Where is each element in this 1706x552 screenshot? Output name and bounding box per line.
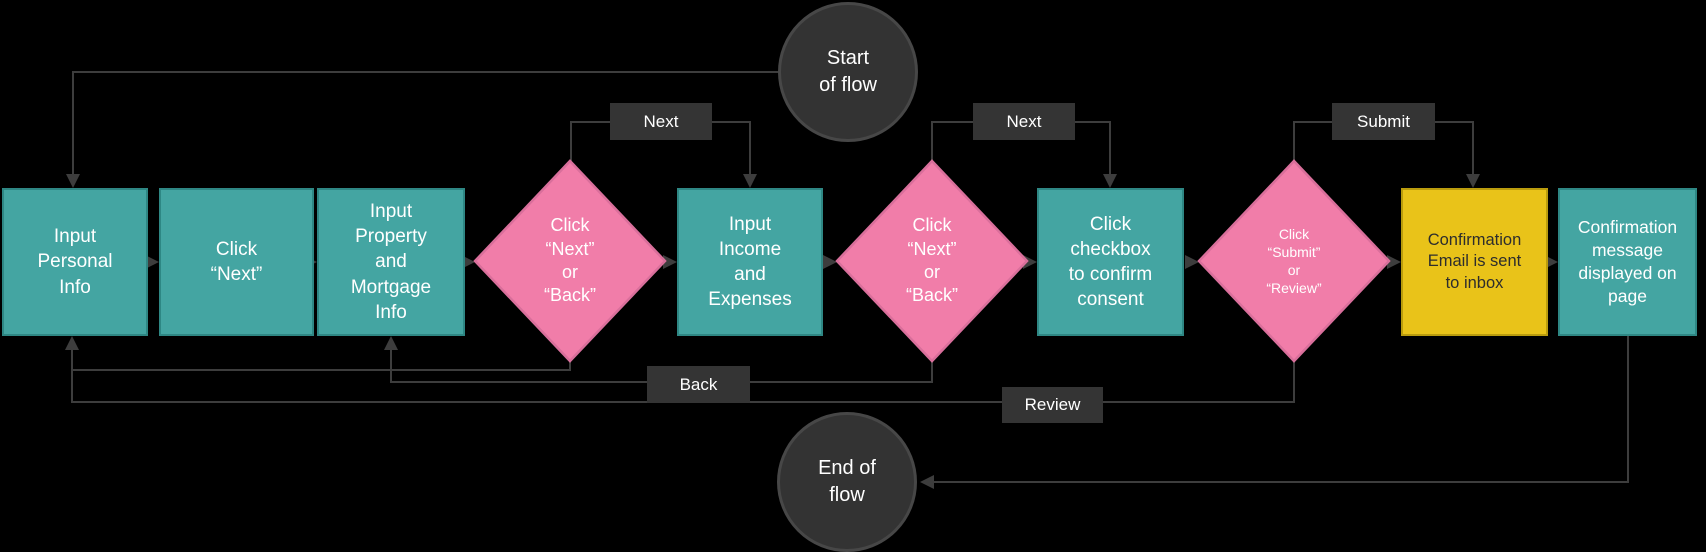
- node-input-property-mortgage: Input Property and Mortgage Info: [317, 188, 465, 336]
- arrowhead-right-icon: [1023, 255, 1037, 269]
- node-click-checkbox-consent: Click checkbox to confirm consent: [1037, 188, 1184, 336]
- edge-label-next-2: Next: [973, 103, 1075, 140]
- node-confirmation-message: Confirmation message displayed on page: [1558, 188, 1697, 336]
- edge-label-review: Review: [1002, 387, 1103, 423]
- arrowhead-down-icon: [1466, 174, 1480, 188]
- node-click-next: Click “Next”: [159, 188, 314, 336]
- node-input-personal-info: Input Personal Info: [2, 188, 148, 336]
- arrowhead-left-icon: [920, 475, 934, 489]
- end-node: End of flow: [777, 412, 917, 552]
- edge-label-back: Back: [647, 366, 750, 403]
- node-confirmation-email: Confirmation Email is sent to inbox: [1401, 188, 1548, 336]
- edge-back-to-personal-info: [71, 344, 571, 371]
- arrowhead-up-icon: [65, 336, 79, 350]
- arrowhead-right-icon: [1387, 255, 1401, 269]
- node-input-income-expenses: Input Income and Expenses: [677, 188, 823, 336]
- arrowhead-right-icon: [823, 255, 837, 269]
- decision-shapes: [473, 159, 1391, 363]
- arrowhead-up-icon: [384, 336, 398, 350]
- edge-label-next-1: Next: [610, 103, 712, 140]
- arrowhead-right-icon: [1185, 255, 1199, 269]
- arrowhead-down-icon: [66, 174, 80, 188]
- decision-diamond-shape: [1197, 159, 1391, 363]
- edge-message-to-end: [932, 336, 1629, 483]
- arrowhead-right-icon: [663, 255, 677, 269]
- decision-diamond-shape: [473, 159, 667, 363]
- arrowhead-down-icon: [743, 174, 757, 188]
- arrowhead-down-icon: [1103, 174, 1117, 188]
- start-node: Start of flow: [778, 2, 918, 142]
- edge-label-submit: Submit: [1332, 103, 1435, 140]
- decision-diamond-shape: [835, 159, 1029, 363]
- edge-start-to-personal-info: [72, 71, 778, 180]
- arrowhead-right-icon: [145, 255, 159, 269]
